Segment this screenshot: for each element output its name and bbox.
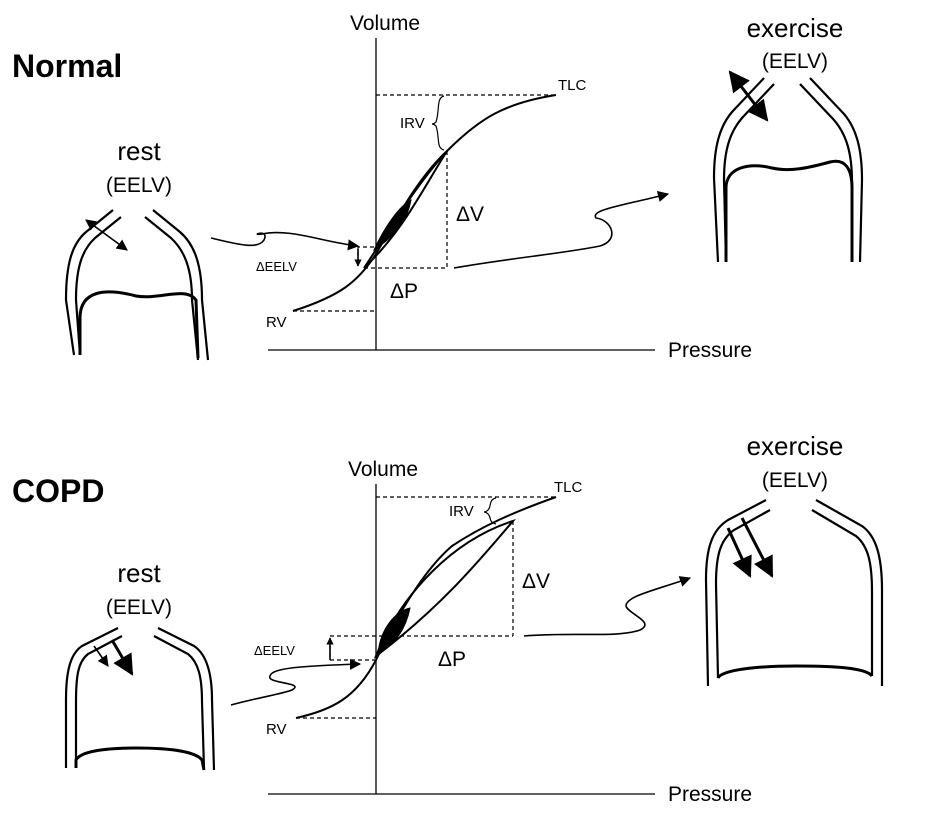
normal-rest-airway-left-inner [74, 216, 122, 356]
normal-exercise-airway-right-outer [809, 77, 864, 263]
copd-delta-p-label: ΔP [438, 648, 466, 671]
normal-rest-diaphragm [78, 290, 200, 359]
copd-delta-v-label: ΔV [522, 570, 550, 593]
copd-exercise-eelv-label: (EELV) [762, 469, 828, 492]
copd-volume-axis-label: Volume [348, 458, 418, 481]
copd-rest-thorax: rest (EELV) [64, 558, 216, 771]
copd-pressure-axis-label: Pressure [668, 783, 752, 806]
copd-exercise-airway-right-outer [815, 499, 884, 686]
normal-delta-eelv-label: ΔEELV [256, 259, 297, 274]
copd-rest-link-arrow [230, 658, 362, 706]
normal-delta-p-label: ΔP [390, 280, 418, 303]
copd-compliance-curve [295, 496, 557, 719]
copd-rest-label: rest [117, 558, 161, 588]
normal-title: Normal [12, 48, 122, 84]
normal-rest-link-arrow [210, 231, 360, 251]
normal-rest-airway-arrow [85, 219, 128, 251]
normal-delta-v-label: ΔV [456, 203, 484, 226]
copd-rest-tidal-loop [377, 607, 411, 655]
copd-rest-airway-right-inner [153, 635, 206, 769]
normal-exercise-thorax: exercise (EELV) [712, 13, 864, 263]
copd-title: COPD [12, 473, 104, 509]
copd-exercise-link-arrow [523, 576, 692, 637]
normal-pv-chart: Volume Pressure IRV TLC RV ΔEELV ΔV ΔP [256, 12, 752, 362]
normal-exercise-link-arrow [453, 191, 670, 269]
normal-exercise-label: exercise [747, 13, 844, 43]
copd-rest-airway-arrow-2 [110, 639, 134, 676]
normal-volume-axis-label: Volume [350, 12, 420, 35]
normal-exercise-airway-right-inner [799, 83, 854, 262]
copd-panel: COPD rest (EELV) Volume Pressure [12, 431, 884, 806]
copd-exercise-label: exercise [747, 431, 844, 461]
copd-exercise-airway-arrow-2 [740, 517, 774, 578]
copd-rest-diaphragm [74, 746, 206, 771]
normal-exercise-airway-arrow [728, 70, 769, 122]
copd-rest-airway-left-inner [74, 635, 123, 766]
copd-exercise-airway-left-inner [714, 509, 771, 679]
normal-irv-label: IRV [400, 115, 425, 132]
copd-rest-airway-arrow-1 [93, 645, 109, 667]
normal-rv-label: RV [266, 314, 287, 331]
copd-rest-eelv-label: (EELV) [106, 596, 172, 619]
normal-tlc-label: TLC [558, 77, 587, 94]
copd-rest-airway-right-outer [157, 627, 216, 771]
copd-irv-label: IRV [449, 503, 474, 520]
copd-eelv-shift-dashed-line [329, 636, 376, 661]
copd-irv-brace [483, 497, 497, 525]
copd-rv-label: RV [266, 721, 287, 738]
copd-exercise-airway-right-inner [811, 509, 874, 676]
copd-tlc-label: TLC [554, 479, 583, 496]
copd-delta-eelv-label: ΔEELV [254, 643, 295, 658]
normal-rest-tidal-loop [372, 199, 412, 252]
copd-exercise-diaphragm [716, 664, 874, 679]
copd-exercise-airway-arrow-1 [726, 527, 752, 578]
normal-rest-eelv-label: (EELV) [106, 174, 172, 197]
normal-rest-label: rest [117, 136, 161, 166]
normal-exercise-eelv-label: (EELV) [762, 50, 828, 73]
normal-irv-brace [431, 95, 445, 151]
copd-rest-airway-left-outer [64, 627, 119, 768]
normal-rest-thorax: rest (EELV) [64, 136, 210, 361]
copd-exercise-airway-left-outer [704, 499, 767, 687]
normal-panel: Normal rest (EELV) Volume Pressure [12, 12, 864, 362]
copd-pv-chart: Volume Pressure IRV TLC RV ΔEELV ΔV ΔP [254, 458, 752, 806]
normal-pressure-axis-label: Pressure [668, 339, 752, 362]
copd-exercise-thorax: exercise (EELV) [704, 431, 884, 687]
normal-rest-airway-right-outer [152, 209, 210, 361]
normal-rest-airway-left-outer [64, 209, 114, 356]
normal-compliance-curve [292, 94, 557, 312]
normal-exercise-diaphragm [724, 159, 854, 262]
normal-rest-airway-right-inner [144, 216, 200, 361]
